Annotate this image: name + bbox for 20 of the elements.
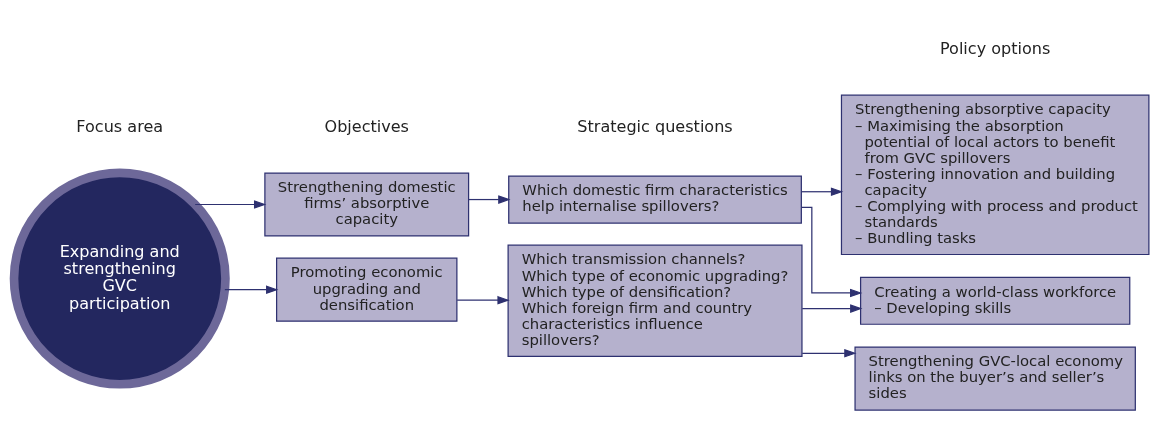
label: Focus area	[76, 116, 164, 136]
label: Strategic questions	[577, 116, 733, 136]
node-box: Which transmission channels? Which type of economic upgrading? Which type of densification? Which foreign firm and country characteristics influence spillovers?	[507, 244, 803, 357]
node-box: Which domestic firm characteristics help internalise spillovers?	[508, 175, 802, 224]
arrow	[801, 186, 844, 196]
node-box: Strengthening GVC-local economy links on the buyer’s and seller’s sides	[854, 345, 1136, 411]
node-box: Strengthening absorptive capacity – Maximising the absorption potential of local actors to benefit from GVC spillovers – Fostering innovation and building capacity – Complying with process and product standards – Bundling tasks	[840, 94, 1150, 255]
arrow	[456, 295, 510, 304]
node-box: Strengthening domestic firms’ absorptive capacity	[264, 171, 470, 237]
arrow	[468, 194, 511, 204]
arrow	[194, 199, 267, 209]
node-box: Creating a world-class workforce – Developing skills	[860, 276, 1131, 325]
arrow	[800, 206, 863, 297]
label: Policy options	[939, 38, 1051, 58]
node-circle: Expanding and strengthening GVC participation	[9, 168, 230, 389]
arrow	[224, 284, 279, 294]
node-box: Promoting economic upgrading and densification	[276, 257, 458, 322]
label: Objectives	[324, 116, 409, 136]
arrow	[801, 303, 863, 313]
arrow	[801, 348, 857, 358]
